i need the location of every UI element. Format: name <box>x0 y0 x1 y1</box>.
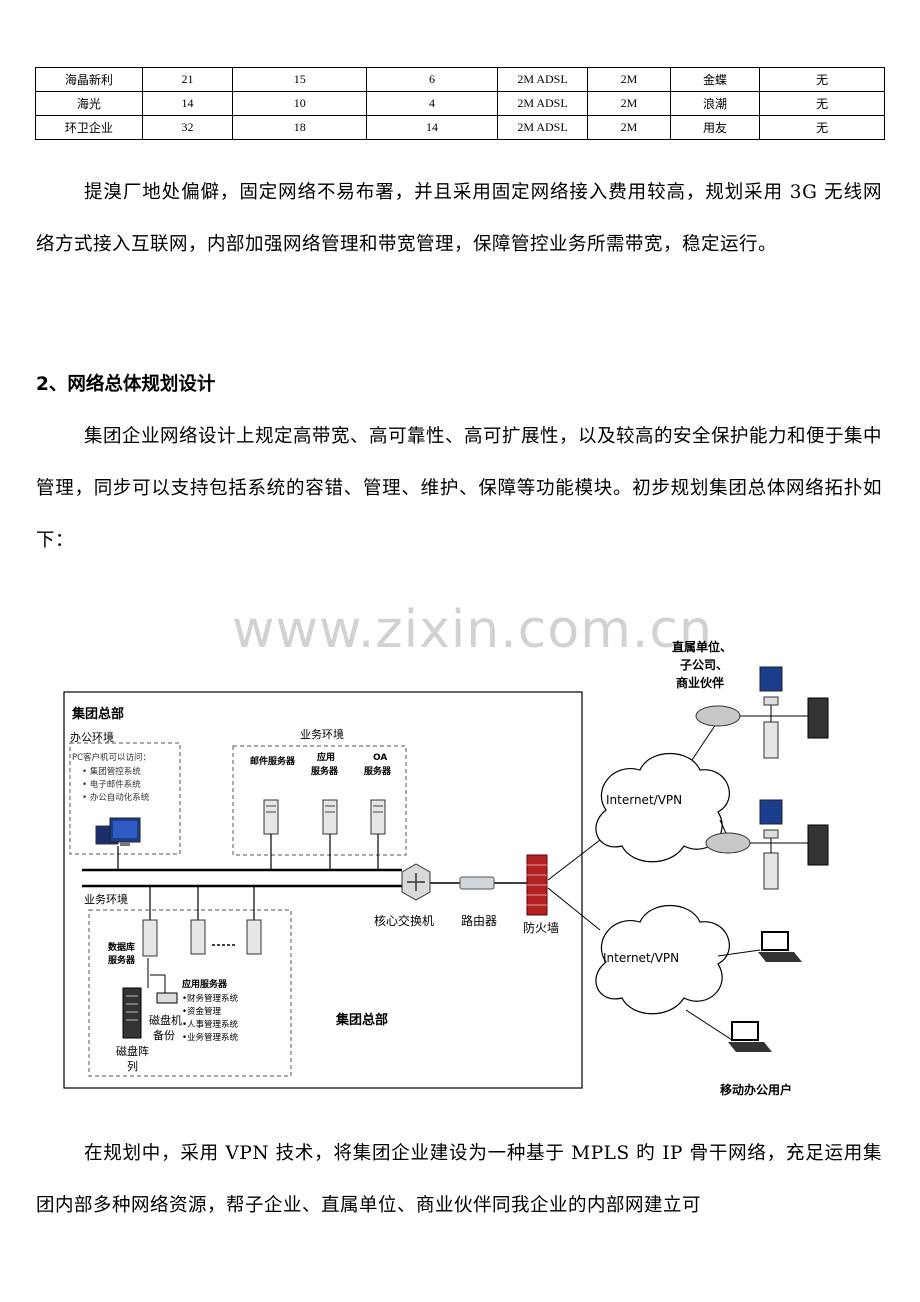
table-cell: 海晶新利 <box>35 67 143 92</box>
laptop-icon-2 <box>728 1021 772 1052</box>
table-cell: 用友 <box>669 115 761 140</box>
branch-label-1: 直属单位、 <box>672 639 732 654</box>
table-cell: 2M ADSL <box>496 115 589 140</box>
disk-array-label-2: 列 <box>127 1059 138 1073</box>
pc-access-label: PC客户机可以访问： <box>72 752 151 763</box>
table-cell: 2M <box>587 115 671 140</box>
hq-box <box>63 691 583 1089</box>
table-cell: 21 <box>141 67 234 92</box>
oa-server-icon <box>370 799 386 835</box>
db-server-icon <box>142 919 158 957</box>
db-server-label-1: 数据库 <box>108 941 135 953</box>
hq-title: 集团总部 <box>71 706 124 722</box>
internet-cloud-icon-1 <box>595 752 730 863</box>
biz-env-bottom-box <box>88 909 292 1077</box>
branch-storage-icon-1 <box>807 697 829 739</box>
oa-server-label-2: 服务器 <box>364 765 392 777</box>
tape-backup-icon <box>156 992 178 1004</box>
tape-label-1: 磁盘机 <box>149 1013 182 1027</box>
core-switch-icon <box>401 863 431 901</box>
table-cell: 18 <box>232 115 368 140</box>
app-server-top-label-2: 服务器 <box>311 765 339 777</box>
tape-label-2: 备份 <box>153 1028 175 1042</box>
disk-array-label-1: 磁盘阵 <box>116 1044 149 1058</box>
app-server-icon-3 <box>246 919 262 955</box>
branch-server-icon-1 <box>763 721 779 759</box>
branch-pc-icon-1 <box>759 666 783 692</box>
biz-env-bottom-label: 业务环境 <box>84 892 128 906</box>
branch-pc-icon-2 <box>759 799 783 825</box>
paragraph-3: 在规划中，采用 VPN 技术，将集团企业建设为一种基于 MPLS 旳 IP 骨干… <box>36 1143 882 1216</box>
oa-server-label-1: OA <box>373 753 387 763</box>
pc-item-3: • 办公自动化系统 <box>82 792 150 803</box>
app-server-icon <box>322 799 338 835</box>
internet-vpn-label-2: Internet/VPN <box>603 951 679 965</box>
table-cell: 32 <box>141 115 234 140</box>
core-switch-label: 核心交换机 <box>374 913 434 928</box>
paragraph-2: 集团企业网络设计上规定高带宽、高可靠性、高可扩展性，以及较高的安全保护能力和便于… <box>36 426 883 551</box>
app-server-icon-2 <box>190 919 206 955</box>
app-item-2: •资金管理 <box>182 1006 222 1017</box>
firewall-icon <box>526 854 548 916</box>
app-server-label: 应用服务器 <box>182 978 228 990</box>
branch-server-icon-2 <box>763 852 779 890</box>
branch-label-2: 子公司、 <box>680 658 728 672</box>
disk-array-icon <box>122 987 142 1039</box>
app-item-1: •财务管理系统 <box>182 993 239 1004</box>
router-label: 路由器 <box>461 913 497 928</box>
biz-env-top-box <box>232 745 407 856</box>
table-cell: 无 <box>759 67 885 92</box>
hq-center-label: 集团总部 <box>335 1012 388 1028</box>
app-server-top-label-1: 应用 <box>317 751 335 763</box>
branch-storage-icon-2 <box>807 824 829 866</box>
mail-server-icon <box>263 799 279 835</box>
paragraph-1: 提溴厂地处偏僻，固定网络不易布署，并且采用固定网络接入费用较高，规划采用 3G … <box>36 182 882 255</box>
mail-server-label: 邮件服务器 <box>250 755 296 767</box>
internet-cloud-icon-2 <box>595 904 730 1015</box>
table-cell: 环卫企业 <box>35 115 143 140</box>
table-cell: 金蝶 <box>669 67 761 92</box>
app-item-3: •人事管理系统 <box>182 1019 239 1030</box>
table-cell: 2M ADSL <box>496 67 589 92</box>
db-server-label-2: 服务器 <box>108 954 136 966</box>
biz-env-top-label: 业务环境 <box>300 727 344 741</box>
branch-label-3: 商业伙伴 <box>676 675 724 690</box>
office-env-box <box>69 742 181 855</box>
branch-router-icon-2 <box>705 832 751 854</box>
watermark: www.zixin.com.cn <box>232 600 713 660</box>
pc-item-1: • 集团管控系统 <box>82 766 141 777</box>
table-cell: 14 <box>366 115 498 140</box>
mobile-user-label: 移动办公用户 <box>720 1082 792 1097</box>
branch-router-icon-1 <box>695 705 741 727</box>
table-cell: 无 <box>759 115 885 140</box>
firewall-label: 防火墙 <box>523 920 559 935</box>
internet-vpn-label-1: Internet/VPN <box>606 793 682 807</box>
app-item-4: •业务管理系统 <box>182 1032 239 1043</box>
section-heading: 2、网络总体规划设计 <box>36 374 216 395</box>
pc-item-2: • 电子邮件系统 <box>82 779 141 790</box>
table-cell: 2M <box>587 91 671 116</box>
desktop-pc-icon <box>95 817 141 846</box>
router-icon <box>459 876 495 890</box>
table-cell: 6 <box>366 67 498 92</box>
office-env-label: 办公环境 <box>70 730 114 744</box>
laptop-icon-1 <box>758 931 802 962</box>
